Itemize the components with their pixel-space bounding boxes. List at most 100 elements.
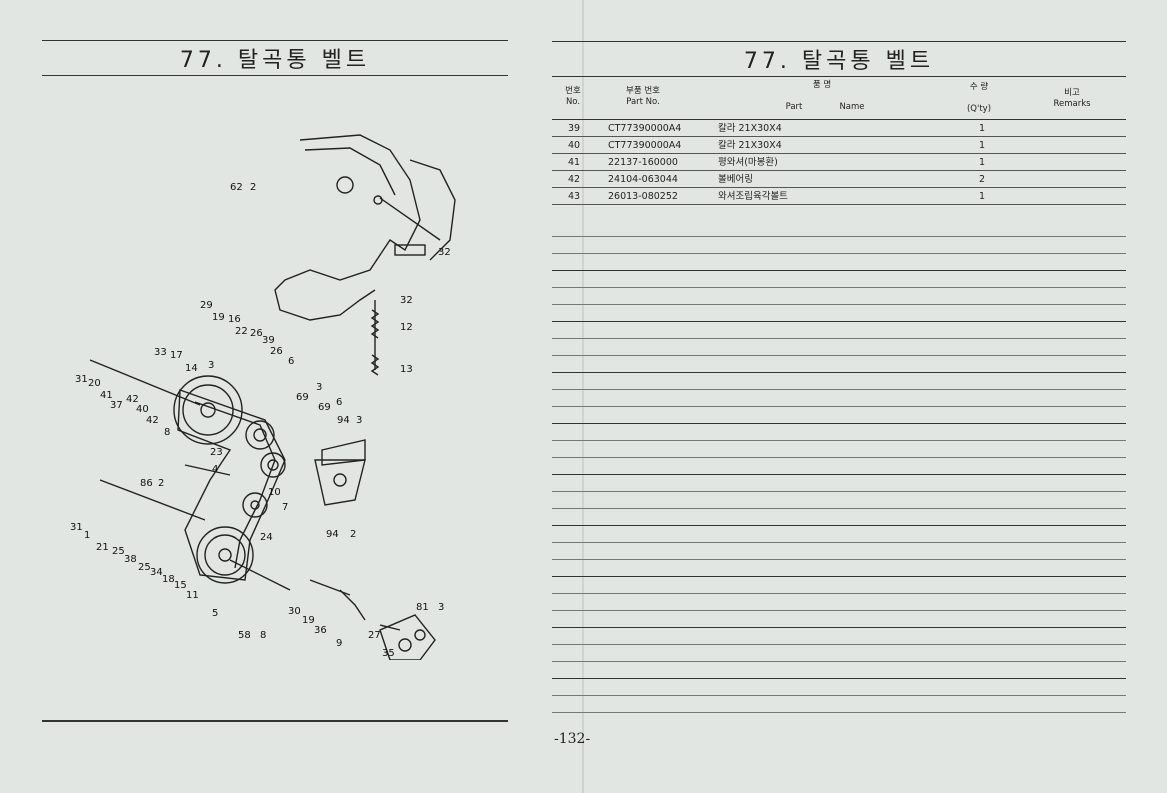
row-quantity: 1 [978,140,986,151]
callout-label: 30 [288,606,301,617]
callout-label: 5 [212,608,218,619]
callout-label: 4 [212,464,218,475]
callout-label: 86 [140,478,153,489]
callout-label: 32 [400,295,413,306]
empty-row-line [552,526,1126,543]
empty-row-line [552,509,1126,526]
callout-label: 62 [230,182,243,193]
callout-label: 81 [416,602,429,613]
table-row: 42 24104-063044 볼베어링 2 [552,171,1126,188]
callout-label: 16 [228,314,241,325]
row-part-name: 평와셔(마봉환) [718,157,778,168]
empty-row-line [552,458,1126,475]
row-quantity: 1 [978,157,986,168]
callout-label: 58 [238,630,251,641]
callout-label: 94 [326,529,339,540]
callout-label: 36 [314,625,327,636]
callout-label: 35 [382,648,395,659]
callout-label: 32 [438,247,451,258]
callout-label: 15 [174,580,187,591]
empty-row-line [552,339,1126,356]
callout-label: 31 [70,522,83,533]
left-page: 77. 탈곡통 벨트 [0,0,583,793]
empty-row-line [552,288,1126,305]
empty-row-line [552,390,1126,407]
empty-row-line [552,543,1126,560]
callout-label: 94 [337,415,350,426]
callout-label: 39 [262,335,275,346]
callout-label: 38 [124,554,137,565]
row-part-number: 26013-080252 [608,191,678,202]
callout-label: 2 [250,182,256,193]
empty-row-line [552,628,1126,645]
callout-label: 42 [146,415,159,426]
callout-label: 34 [150,567,163,578]
empty-row-line [552,254,1126,271]
empty-row-line [552,696,1126,713]
callout-label: 18 [162,574,175,585]
callout-label: 12 [400,322,413,333]
row-no: 43 [567,191,581,202]
callout-label: 10 [268,487,281,498]
row-part-number: CT77390000A4 [608,123,682,134]
right-page: 77. 탈곡통 벨트 번호 No. 부품 번호 Part No. 품 명 Par… [552,0,1167,793]
callout-label: 69 [296,392,309,403]
callout-label: 24 [260,532,273,543]
callout-label: 41 [100,390,113,401]
table-row: 43 26013-080252 와셔조립육각볼트 1 [552,188,1126,205]
empty-row-line [552,611,1126,628]
empty-row-line [552,220,1126,237]
page-title-right: 77. 탈곡통 벨트 [552,41,1126,77]
header-remarks-en: Remarks [1053,99,1091,109]
empty-row-line [552,322,1126,339]
empty-row-line [552,577,1126,594]
header-name-part: Part [785,102,803,112]
callout-label: 20 [88,378,101,389]
row-no: 39 [567,123,581,134]
table-row: 39 CT77390000A4 칼라 21X30X4 1 [552,120,1126,137]
empty-row-line [552,441,1126,458]
callout-label: 42 [126,394,139,405]
callout-label: 7 [282,502,288,513]
diagram-svg: 62 2 32 32 12 13 29 19 16 22 26 39 26 6 … [70,134,456,661]
callout-label: 26 [270,346,283,357]
table-row: 40 CT77390000A4 칼라 21X30X4 1 [552,137,1126,154]
page-number: -132- [554,731,591,747]
row-no: 42 [567,174,581,185]
callout-label: 9 [336,638,342,649]
callout-label: 21 [96,542,109,553]
exploded-parts-diagram: 62 2 32 32 12 13 29 19 16 22 26 39 26 6 … [60,120,480,661]
empty-row-line [552,492,1126,509]
row-no: 40 [567,140,581,151]
empty-row-line [552,305,1126,322]
row-no: 41 [567,157,581,168]
empty-row-line [552,407,1126,424]
callout-label: 11 [186,590,199,601]
row-part-number: CT77390000A4 [608,140,682,151]
header-part-ko: 부품 번호 [626,86,660,96]
diagram-callouts: 62 2 32 32 12 13 29 19 16 22 26 39 26 6 … [70,182,451,659]
empty-row-line [552,475,1126,492]
callout-label: 6 [336,397,342,408]
header-remarks-ko: 비고 [1064,88,1080,98]
empty-row-line [552,679,1126,696]
table-row: 41 22137-160000 평와셔(마봉환) 1 [552,154,1126,171]
callout-label: 14 [185,363,198,374]
empty-row-line [552,560,1126,577]
empty-row-line [552,237,1126,254]
callout-label: 40 [136,404,149,415]
empty-row-line [552,271,1126,288]
row-part-name: 칼라 21X30X4 [718,140,782,151]
callout-label: 1 [84,530,90,541]
callout-label: 22 [235,326,248,337]
callout-label: 2 [350,529,356,540]
empty-row-line [552,356,1126,373]
page-gutter [582,0,585,793]
header-name: 품 명 [752,80,892,91]
callout-label: 25 [138,562,151,573]
callout-label: 6 [288,356,294,367]
header-name-ko: 품 명 [812,80,832,90]
empty-table-rows [552,220,1126,713]
callout-label: 17 [170,350,183,361]
header-no-en: No. [565,97,581,107]
